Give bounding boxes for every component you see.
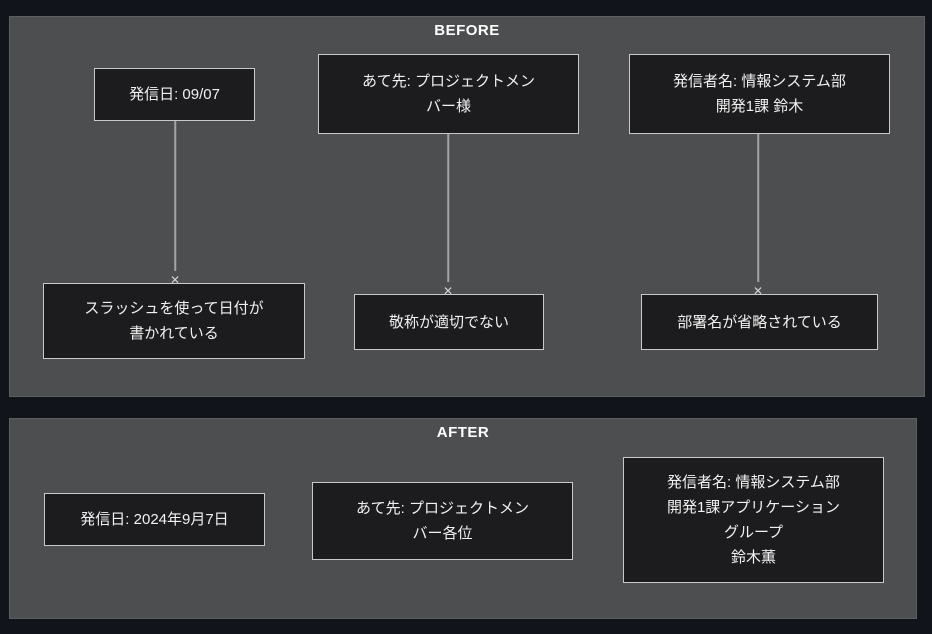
connector-recipient: ✕ [438, 134, 458, 298]
after-panel: AFTER 発信日: 2024年9月7日 あて先: プロジェクトメン バー各位 … [9, 418, 917, 619]
after-title: AFTER [436, 424, 490, 441]
connector-line [174, 121, 176, 271]
before-node-date: 発信日: 09/07 [94, 68, 255, 121]
cross-marker-icon: ✕ [169, 273, 181, 287]
cross-marker-icon: ✕ [442, 284, 454, 298]
before-title: BEFORE [434, 22, 500, 39]
after-node-sender: 発信者名: 情報システム部 開発1課アプリケーション グループ 鈴木薫 [623, 457, 884, 583]
before-node-recipient: あて先: プロジェクトメン バー様 [318, 54, 579, 134]
connector-line [757, 134, 759, 282]
before-issue-honorific: 敬称が適切でない [354, 294, 544, 350]
before-panel: BEFORE 発信日: 09/07 あて先: プロジェクトメン バー様 発信者名… [9, 16, 925, 397]
cross-marker-icon: ✕ [752, 284, 764, 298]
connector-date: ✕ [165, 121, 185, 287]
connector-line [447, 134, 449, 282]
before-issue-slash-date: スラッシュを使って日付が 書かれている [43, 283, 305, 359]
after-node-date: 発信日: 2024年9月7日 [44, 493, 265, 546]
after-node-recipient: あて先: プロジェクトメン バー各位 [312, 482, 573, 560]
before-issue-department: 部署名が省略されている [641, 294, 878, 350]
before-node-sender: 発信者名: 情報システム部 開発1課 鈴木 [629, 54, 890, 134]
connector-sender: ✕ [748, 134, 768, 298]
